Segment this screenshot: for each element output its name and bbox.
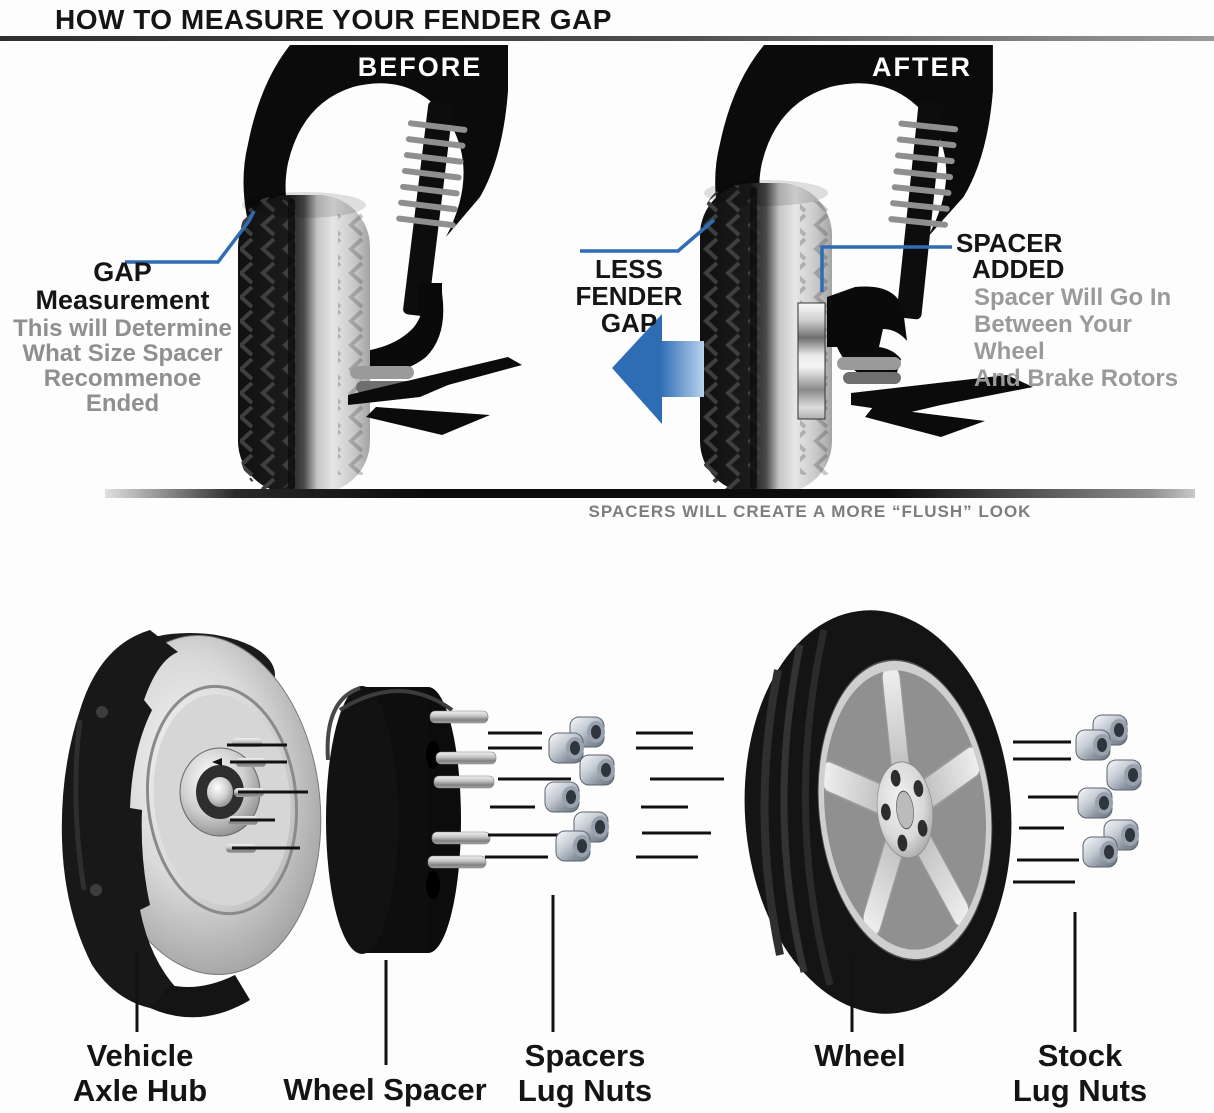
spacer-nuts-leader-lines-right — [636, 731, 724, 859]
label-wheel: Wheel — [814, 1038, 906, 1073]
page-title: HOW TO MEASURE YOUR FENDER GAP — [55, 4, 612, 35]
before-knuckle — [366, 283, 444, 375]
wheel-spacer-graphic — [325, 686, 497, 954]
label-stock-lug-nuts: Stock Lug Nuts — [1012, 1038, 1148, 1108]
spacer-callout-heading-1: SPACER — [956, 228, 1063, 258]
flush-look-note: SPACERS WILL CREATE A MORE “FLUSH” LOOK — [588, 502, 1032, 521]
gap-callout-heading: GAP Measurement — [35, 257, 210, 315]
hub-leader-lines — [227, 743, 308, 850]
vehicle-axle-hub-graphic — [61, 630, 322, 1018]
label-spacers-lug-nuts: Spacers Lug Nuts — [517, 1038, 653, 1108]
after-label: AFTER — [872, 52, 972, 82]
left-arrow — [612, 314, 704, 424]
spacer-callout-body: Spacer Will Go In Between Your Wheel And… — [974, 284, 1179, 392]
before-control-arm — [348, 357, 522, 435]
spacer-callout-heading-2: ADDED — [972, 254, 1065, 284]
title-rule — [0, 36, 1214, 41]
spacer-added-callout: SPACER ADDED Spacer Will Go In Between Y… — [956, 230, 1208, 392]
leader-arrowhead — [212, 758, 222, 766]
after-strut-spring — [888, 100, 959, 320]
gap-callout-line — [125, 210, 256, 264]
wheel-graphic — [744, 610, 1012, 1014]
label-wheel-spacer: Wheel Spacer — [283, 1072, 487, 1107]
after-tire — [700, 180, 832, 493]
spacer-added-callout-line — [820, 245, 952, 292]
after-wheel-spacer-installed — [797, 302, 826, 420]
less-gap-callout-line — [580, 218, 716, 253]
spacers-lug-nuts-graphic — [544, 716, 615, 862]
label-pointer-lines — [135, 895, 1077, 1065]
before-strut-spring — [396, 100, 468, 317]
after-control-arm — [837, 357, 1033, 437]
exploded-view-graphic — [61, 610, 1142, 1065]
less-fender-gap-label: LESS FENDER GAP — [575, 254, 683, 338]
after-illustration — [700, 45, 1033, 493]
before-illustration — [238, 45, 522, 493]
callout-overlay — [125, 210, 952, 424]
spacer-nuts-leader-lines-left — [485, 731, 571, 859]
stock-lug-nuts-graphic — [1075, 714, 1142, 868]
label-vehicle-axle-hub: Vehicle Axle Hub — [72, 1038, 208, 1108]
gap-measurement-callout: GAP Measurement This will Determine What… — [5, 258, 240, 416]
after-knuckle — [827, 286, 907, 379]
before-label: BEFORE — [357, 52, 483, 82]
gap-callout-body: This will Determine What Size Spacer Rec… — [13, 315, 232, 417]
before-tire — [238, 192, 370, 493]
ground-line — [105, 489, 1195, 498]
